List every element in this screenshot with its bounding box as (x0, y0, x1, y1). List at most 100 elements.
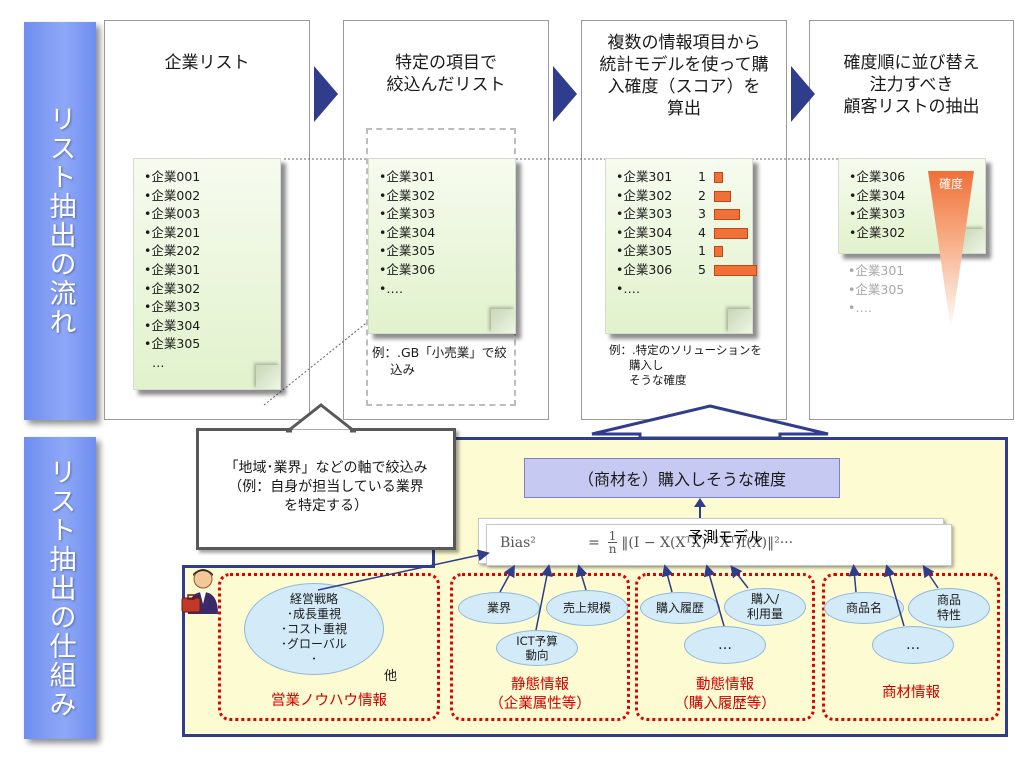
list-item: •企業304 (616, 224, 673, 240)
list-item: •企業302 (144, 280, 201, 296)
list-item: •企業306 (379, 261, 436, 277)
list-item: •企業201 (144, 224, 201, 240)
product-info-label: 商材情報 (882, 685, 940, 701)
list-item: •企業303 (849, 206, 906, 222)
score-bar (714, 246, 723, 258)
list-item: •企業001 (144, 169, 201, 184)
list-item: •企業302 (849, 224, 906, 240)
note-fold (728, 309, 752, 333)
filtered-list: •企業301 •企業302 •企業303 •企業304 •企業305 •企業30… (369, 159, 515, 298)
list-item: … (152, 354, 165, 370)
flow-arrow-3 (791, 66, 815, 122)
person-briefcase-icon (181, 569, 218, 614)
stage-title-1: 企業リスト (164, 53, 250, 73)
excluded-list: •企業301 •企業305 •‥‥ (848, 262, 904, 318)
list-item: •企業302 (616, 187, 673, 203)
list-item: •企業304 (379, 224, 436, 240)
sales-other-label: 他 (384, 669, 398, 684)
list-item: •企業305 (379, 243, 436, 259)
scored-list-note: •企業301 •企業302 •企業303 •企業304 •企業305 •企業30… (605, 158, 757, 334)
mechanism-up-arrow (591, 404, 829, 440)
confidence-label: 確度 (938, 177, 963, 191)
stage-title-2: 特定の項目で 絞込んだリスト (386, 53, 506, 95)
confidence-funnel (928, 171, 974, 331)
prediction-model-inner (486, 524, 952, 566)
sales-knowhow-label: 営業ノウハウ情報 (271, 693, 387, 709)
list-item: •企業002 (144, 187, 201, 203)
sales-strategy-bubble: 経営戦略 ･成長重視 ･コスト重視 ･グローバル ･ (244, 583, 384, 675)
flow-arrow-2 (553, 66, 577, 122)
list-item: •企業303 (616, 206, 673, 222)
scored-list: •企業301 •企業302 •企業303 •企業304 •企業305 •企業30… (606, 159, 752, 298)
stage-title-4: 確度順に並び替え 注力すべき 顧客リストの抽出 (843, 53, 980, 117)
stage-title-3: 複数の情報項目から 統計モデルを使って購 入確度（スコア）を 算出 (599, 33, 769, 119)
note-fold (256, 365, 280, 389)
sales-scale-bubble: 売上規模 (546, 590, 628, 626)
dynamic-info-group (635, 573, 815, 721)
formula-fraction: 1 n (607, 529, 618, 556)
list-item: •企業305 (848, 281, 905, 297)
product-name-bubble: 商品名 (824, 592, 904, 624)
list-item: •企業301 (379, 169, 436, 184)
dynamic-info-label: 動態情報 （購入履歴等） (674, 677, 776, 712)
score-bar (714, 209, 740, 221)
score-value: 1 (698, 169, 706, 184)
list-item: •企業303 (379, 206, 436, 222)
company-list-note: •企業001 •企業002 •企業003 •企業201 •企業202 •企業30… (133, 158, 281, 390)
list-item: •企業301 (848, 263, 905, 278)
formula-right: ‖(I − X(XᵀX)⁻¹Xᵀ)f(X)‖²··· (621, 534, 794, 551)
score-value: 3 (698, 206, 706, 222)
filtered-list-note: •企業301 •企業302 •企業303 •企業304 •企業305 •企業30… (368, 158, 516, 334)
list-item: •企業302 (379, 187, 436, 203)
list-item: •企業304 (144, 317, 201, 333)
score-bar (714, 172, 723, 183)
score-value: 1 (698, 243, 706, 259)
ict-budget-bubble: ICT予算 動向 (496, 630, 578, 666)
list-item: •企業306 (616, 261, 673, 277)
list-item: •企業003 (144, 206, 201, 222)
list-item: •‥‥ (379, 280, 404, 296)
callout-box (196, 428, 456, 550)
score-bar (714, 265, 757, 276)
list-item: •‥‥ (848, 300, 873, 316)
callout-text: 「地域･業界」などの軸で絞込み （例：自身が担当している業界 を特定する） (224, 460, 428, 514)
mechanism-sidebar-label: リスト抽出の仕組み (44, 457, 76, 719)
score-bar (714, 190, 731, 202)
flow-sidebar: リスト抽出の流れ (24, 22, 96, 420)
mechanism-sidebar: リスト抽出の仕組み (24, 437, 96, 739)
selected-list: •企業306 •企業304 •企業303 •企業302 (839, 159, 985, 242)
score-column: 1 2 3 4 1 5 (698, 168, 706, 280)
score-example-caption: 例：.特定のソリューションを 購入し そうな確度 (609, 343, 762, 387)
static-info-group (450, 573, 630, 721)
filter-example-caption: 例：.GB「小売業」で絞 込み (372, 345, 507, 377)
purchase-usage-bubble: 購入/ 利用量 (724, 588, 806, 626)
list-item: •企業301 (616, 169, 673, 184)
score-bar (714, 227, 748, 239)
flow-sidebar-label: リスト抽出の流れ (44, 105, 76, 337)
static-info-label: 静態情報 （企業属性等） (489, 677, 591, 712)
flow-arrow-1 (314, 66, 338, 122)
product-more-bubble: … (872, 626, 954, 664)
industry-bubble: 業界 (458, 592, 540, 624)
score-value: 2 (698, 187, 706, 203)
dynamic-more-bubble: … (684, 626, 766, 664)
list-item: •企業305 (616, 243, 673, 259)
model-formula: Bias² = 1 n ‖(I − X(XᵀX)⁻¹Xᵀ)f(X)‖²··· (500, 530, 793, 555)
sales-knowhow-group (218, 573, 440, 721)
list-item: •企業306 (849, 169, 906, 184)
note-fold (491, 309, 515, 333)
mechanism-area-join (435, 563, 1005, 569)
list-item: •企業304 (849, 187, 906, 203)
score-value: 5 (698, 261, 706, 277)
list-item: •企業301 (144, 261, 201, 277)
score-value: 4 (698, 224, 706, 240)
product-feature-bubble: 商品 特性 (908, 588, 990, 628)
list-item: •‥‥ (616, 280, 641, 296)
callout-pointer (286, 403, 356, 433)
purchase-probability-box: （商材を）購入しそうな確度 (524, 458, 840, 498)
prediction-model-label: 予測モデル (688, 528, 764, 546)
formula-left: Bias² (500, 534, 536, 551)
list-item: •企業202 (144, 243, 201, 259)
list-item: •企業305 (144, 336, 201, 352)
